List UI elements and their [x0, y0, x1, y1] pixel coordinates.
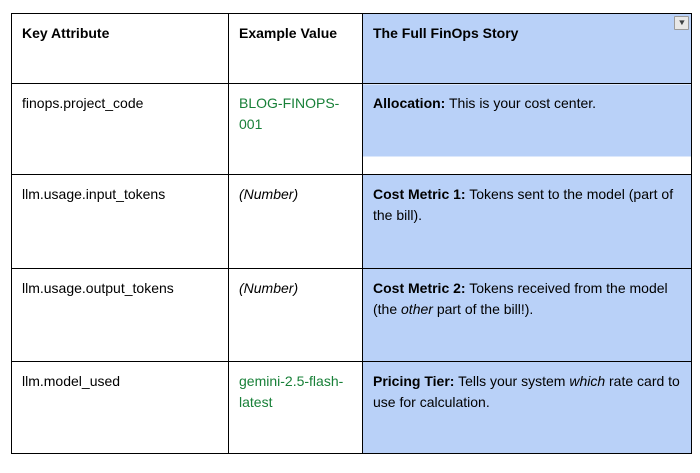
- column-header-example-value: Example Value: [228, 13, 363, 84]
- story-text: Tells your system: [454, 373, 570, 389]
- example-value-cell: (Number): [228, 268, 363, 362]
- story-label: Pricing Tier:: [373, 373, 455, 389]
- story-cell: Cost Metric 2: Tokens received from the …: [362, 268, 692, 362]
- table-row: llm.usage.input_tokens (Number) Cost Met…: [11, 174, 692, 269]
- story-label: Cost Metric 2:: [373, 280, 466, 296]
- story-text-post: rate card to use for calculation.: [373, 373, 680, 410]
- attribute-cell: finops.project_code: [11, 83, 229, 175]
- attribute-cell: llm.usage.input_tokens: [11, 174, 229, 269]
- column-header-finops-story: The Full FinOps Story ▼: [362, 13, 692, 84]
- attribute-cell: llm.model_used: [11, 361, 229, 454]
- header-row: Key Attribute Example Value The Full Fin…: [11, 13, 692, 84]
- story-text: Tokens sent to the model (part of the bi…: [373, 186, 674, 223]
- attribute-cell: llm.usage.output_tokens: [11, 268, 229, 362]
- story-italic-text: other: [401, 301, 433, 317]
- example-value-cell: gemini-2.5-flash-latest: [228, 361, 363, 454]
- story-text-post: part of the bill!).: [432, 301, 534, 317]
- table-dropdown-button[interactable]: ▼: [674, 16, 689, 30]
- column-header-label: The Full FinOps Story: [373, 25, 519, 41]
- story-italic-text: which: [569, 373, 606, 389]
- example-value-cell: (Number): [228, 174, 363, 269]
- table-row: llm.model_used gemini-2.5-flash-latest P…: [11, 361, 692, 454]
- table-row: llm.usage.output_tokens (Number) Cost Me…: [11, 268, 692, 362]
- story-label: Allocation:: [373, 95, 446, 111]
- story-text: Tokens received from the model (the: [373, 280, 668, 317]
- story-label: Cost Metric 1:: [373, 186, 466, 202]
- column-header-key-attribute: Key Attribute: [11, 13, 229, 84]
- dropdown-arrow-icon: ▼: [676, 18, 687, 27]
- table-row: finops.project_code BLOG-FINOPS-001 Allo…: [11, 83, 692, 175]
- story-text: This is your cost center.: [445, 95, 597, 111]
- story-cell: Pricing Tier: Tells your system which ra…: [362, 361, 692, 454]
- example-value-cell: BLOG-FINOPS-001: [228, 83, 363, 175]
- finops-table: Key Attribute Example Value The Full Fin…: [11, 13, 692, 454]
- story-cell: Allocation: This is your cost center.: [362, 83, 692, 175]
- story-cell: Cost Metric 1: Tokens sent to the model …: [362, 174, 692, 269]
